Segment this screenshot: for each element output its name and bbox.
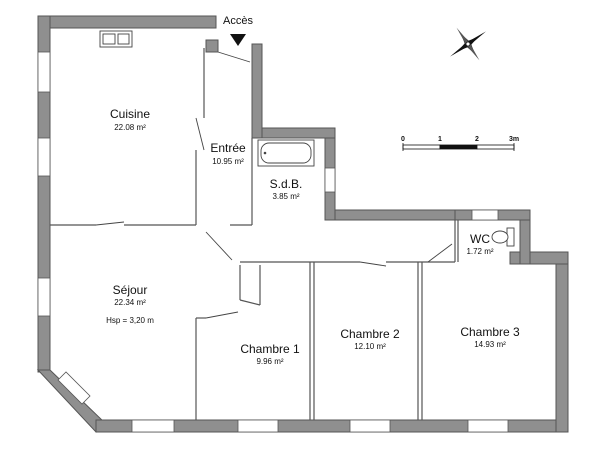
room-area-wc: 1.72 m²: [466, 247, 493, 256]
room-name-chambre1: Chambre 1: [240, 342, 300, 356]
room-area-sdb: 3.85 m²: [272, 192, 299, 201]
room-name-chambre2: Chambre 2: [340, 327, 400, 341]
outer-walls: [36, 15, 569, 433]
room-area-chambre2: 12.10 m²: [354, 342, 386, 351]
sink-icon: [99, 30, 133, 48]
scale-label-3: 3m: [509, 136, 519, 143]
room-area-chambre3: 14.93 m²: [474, 340, 506, 349]
room-name-entree: Entrée: [210, 141, 246, 155]
bathtub-icon: [257, 139, 315, 167]
windows: [37, 51, 509, 433]
scale-label-0: 0: [401, 136, 405, 143]
room-area-chambre1: 9.96 m²: [256, 357, 283, 366]
room-name-wc: WC: [470, 232, 490, 246]
compass-rose-icon: [449, 27, 487, 61]
room-name-sejour: Séjour: [113, 283, 148, 297]
room-name-sdb: S.d.B.: [270, 177, 303, 191]
access-arrow-icon: [230, 34, 246, 46]
room-name-cuisine: Cuisine: [110, 107, 150, 121]
doors: [95, 51, 453, 319]
ceiling-height-note: Hsp = 3,20 m: [106, 316, 154, 325]
room-name-chambre3: Chambre 3: [460, 325, 520, 339]
room-area-cuisine: 22.08 m²: [114, 123, 146, 132]
fixtures: [99, 30, 515, 247]
scale-label-2: 2: [475, 136, 479, 143]
scale-bar: [402, 143, 515, 151]
scale-label-1: 1: [438, 136, 442, 143]
toilet-icon: [491, 227, 515, 247]
room-area-entree: 10.95 m²: [212, 157, 244, 166]
room-area-sejour: 22.34 m²: [114, 298, 146, 307]
interior-walls: [50, 48, 459, 420]
access-label: Accès: [223, 15, 253, 27]
